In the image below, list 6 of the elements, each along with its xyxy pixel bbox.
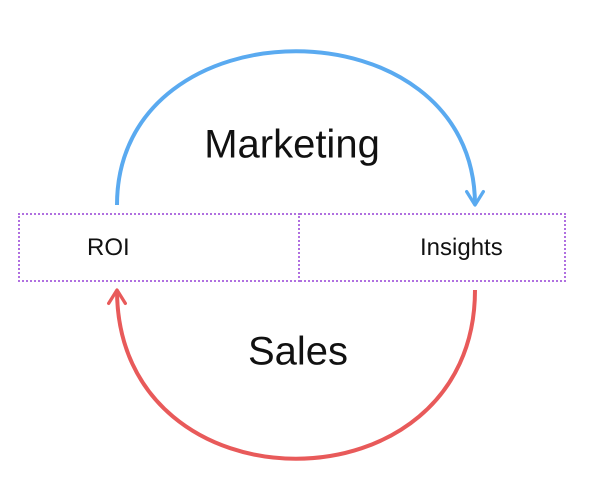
dotted-cell xyxy=(18,213,300,282)
curved-arrow xyxy=(108,288,477,460)
cell-label: Insights xyxy=(420,234,503,262)
cell-label: ROI xyxy=(87,234,130,262)
dotted-cell xyxy=(300,213,566,282)
curved-arrow xyxy=(115,50,483,207)
